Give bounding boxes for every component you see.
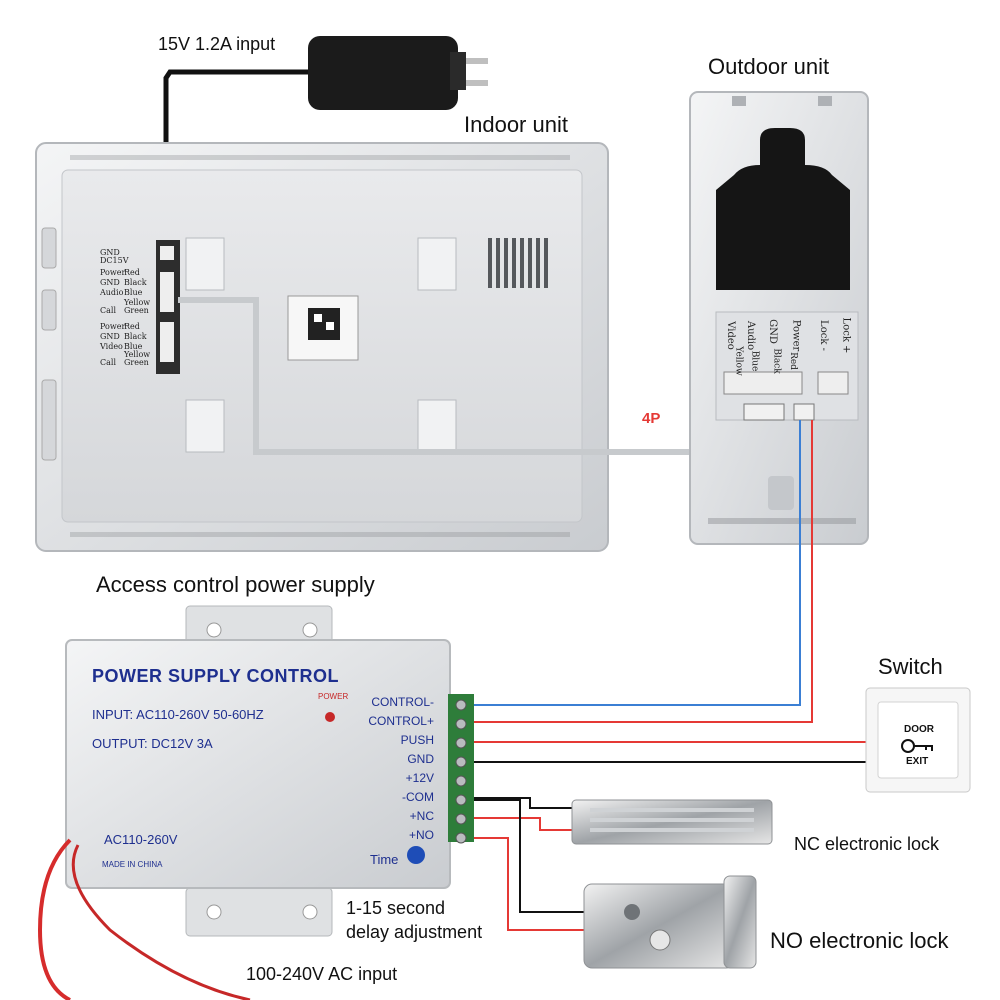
exit-switch-exit-text: EXIT [906,756,929,767]
indoor-color-label: Black [124,332,147,341]
terminal-block [448,694,474,844]
indoor-color-label: Blue [124,342,143,351]
indoor-row-label: GND [100,332,120,341]
terminal-label: CONTROL+ [368,714,434,728]
indoor-color-label: Green [124,358,149,367]
output-wires [474,741,866,931]
outdoor-label: Power [790,319,802,352]
no-electric-lock [583,875,757,969]
adapter-label: 15V 1.2A input [158,34,276,54]
exit-switch-door-text: DOOR [904,724,934,735]
exit-switch [865,687,971,793]
indoor-row-label: Power [100,322,126,331]
terminal-label: +12V [405,771,434,785]
psu-ac-label: AC110-260V [104,832,178,847]
psu-output: OUTPUT: DC12V 3A [92,736,213,751]
psu-made-in: MADE IN CHINA [102,860,163,869]
indoor-color-label: Yellow [124,350,151,359]
indoor-row-label: Call [100,306,117,315]
indoor-unit [35,142,773,552]
psu-title: POWER SUPPLY CONTROL [92,666,340,686]
control-wires [462,420,813,723]
outdoor-unit [689,91,869,545]
outdoor-color-label: Red [787,352,798,370]
indoor-unit-label: Indoor unit [464,112,568,137]
outdoor-label: Audio [745,320,757,351]
ac-input-label: 100-240V AC input [246,964,398,984]
cable-label: 4P [642,410,661,427]
outdoor-label: Lock - [817,320,829,351]
indoor-color-label: Blue [124,288,143,297]
indoor-row-label: GND [100,248,120,257]
indoor-color-label: Green [124,306,149,315]
switch-label: Switch [878,654,943,679]
indoor-color-label: Black [124,278,147,287]
outdoor-color-label: Black [771,348,782,374]
power-supply-box [37,605,451,1000]
psu-power-led-label: POWER [318,692,349,701]
outdoor-color-label: Blue [749,350,760,372]
delay-label-line2: delay adjustment [346,922,483,942]
indoor-row-label: DC15V [100,256,129,265]
outdoor-label: Lock + [840,317,852,354]
terminal-label: +NO [408,828,434,842]
indoor-row-label: Power [100,268,126,277]
terminal-label: GND [407,752,434,766]
indoor-row-label: Call [100,358,117,367]
terminal-label: -COM [402,790,434,804]
psu-input: INPUT: AC110-260V 50-60HZ [92,707,264,722]
no-lock-label: NO electronic lock [770,928,949,953]
delay-label-line1: 1-15 second [346,898,446,918]
indoor-color-label: Red [124,322,140,331]
terminal-label: +NC [409,809,434,823]
psu-label: Access control power supply [96,572,375,597]
nc-lock-label: NC electronic lock [794,834,940,854]
psu-time-label: Time [370,852,399,867]
indoor-row-label: Video [100,342,123,351]
indoor-row-label: GND [100,278,120,287]
outdoor-color-label: Yellow [733,346,744,376]
indoor-row-label: Audio [100,288,124,297]
terminal-label: PUSH [400,733,434,747]
terminal-label: CONTROL- [371,695,434,709]
outdoor-unit-label: Outdoor unit [708,54,830,79]
indoor-color-label: Yellow [124,298,151,307]
outdoor-label: GND [766,319,778,344]
indoor-color-label: Red [124,268,140,277]
nc-magnetic-lock [571,799,773,845]
